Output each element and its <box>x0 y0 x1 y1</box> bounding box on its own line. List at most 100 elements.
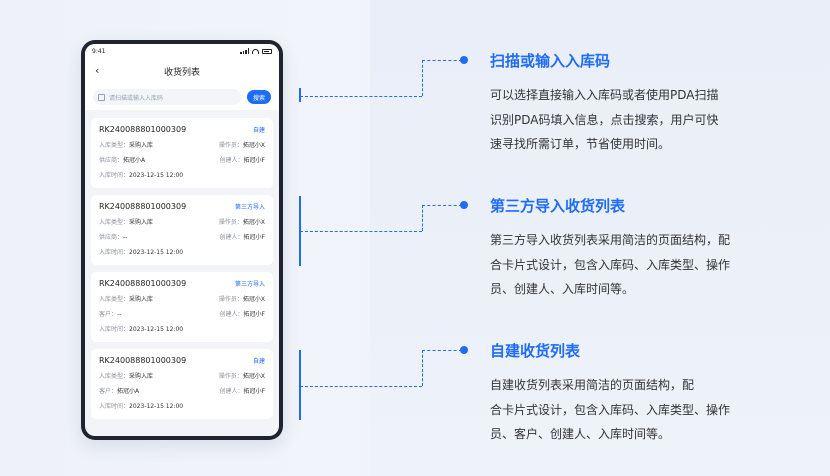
field-label: 入库时间： <box>99 403 130 410</box>
field-label: 创建人： <box>219 157 244 164</box>
connector-line <box>300 386 422 387</box>
feature-desc-line: 识别PDA码填入信息，点击搜索，用户可快 <box>490 112 719 127</box>
feature-title: 第三方导入收货列表 <box>490 197 626 215</box>
field-value: 拓冠小F <box>243 157 265 164</box>
connector-line <box>422 350 423 386</box>
source-tag: 第三方导入 <box>234 204 265 211</box>
feature-desc-line: 可以选择直接输入入库码或者使用PDA扫描 <box>490 88 719 102</box>
feature-desc-line: 合卡片式设计，包含入库码、入库类型、操作 <box>490 257 731 272</box>
connector-dot <box>460 201 468 209</box>
receipt-card[interactable]: RK240088801000309 自建 入库类型：采购入库 操作员：拓冠小X 供应… <box>91 118 273 188</box>
field-label: 供应商： <box>99 234 124 241</box>
field-label: 操作员： <box>218 219 243 226</box>
field-label: 入库时间： <box>99 326 130 333</box>
source-tag: 自建 <box>252 127 265 134</box>
connector-bar <box>299 350 301 420</box>
field-value: 2023-12-15 12:00 <box>129 403 184 410</box>
connector-line <box>300 231 422 232</box>
back-arrow-icon[interactable]: ‹ <box>95 64 100 77</box>
field-value: -- <box>123 234 128 241</box>
scan-icon[interactable] <box>98 93 105 101</box>
connector-line <box>422 205 423 231</box>
feature-desc-line: 速寻找所需订单，节省使用时间。 <box>490 137 671 151</box>
search-placeholder: 请扫描或输入入库码 <box>109 94 164 102</box>
receipt-code: RK240088801000309 <box>99 125 187 134</box>
status-bar: 9:41 <box>85 44 279 58</box>
connector-bar <box>299 88 301 102</box>
connector-line <box>300 96 422 97</box>
field-label: 操作员： <box>218 373 243 380</box>
field-value: 2023-12-15 12:00 <box>129 326 184 333</box>
receipt-card[interactable]: RK240088801000309 自建 入库类型：采购入库 操作员：拓冠小X 客户… <box>91 349 273 419</box>
feature-third-party: 第三方导入收货列表 第三方导入收货列表采用简洁的页面结构，配 合卡片式设计，包含… <box>490 195 730 302</box>
feature-desc-line: 合卡片式设计，包含入库码、入库类型、操作 <box>490 402 731 417</box>
connector-line <box>422 60 462 61</box>
receipt-code: RK240088801000309 <box>99 356 187 365</box>
field-label: 创建人： <box>219 388 244 395</box>
feature-desc-line: 员、客户、创建人、入库时间等。 <box>490 427 671 441</box>
feature-desc-line: 员、创建人、入库时间等。 <box>490 282 635 296</box>
field-value: 拓冠小X <box>242 142 265 149</box>
receipt-code: RK240088801000309 <box>99 279 187 288</box>
feature-desc-line: 自建收货列表采用简洁的页面结构，配 <box>490 378 695 392</box>
field-value: 采购入库 <box>129 219 154 226</box>
feature-self-built: 自建收货列表 自建收货列表采用简洁的页面结构，配 合卡片式设计，包含入库码、入库… <box>490 340 730 447</box>
field-label: 创建人： <box>219 311 244 318</box>
field-label: 客户： <box>99 388 118 395</box>
signal-icon <box>240 48 249 54</box>
field-label: 入库类型： <box>99 373 130 380</box>
source-tag: 第三方导入 <box>234 281 265 288</box>
field-value: 拓冠小X <box>242 373 265 380</box>
field-value: 采购入库 <box>129 373 154 380</box>
field-value: 拓冠小X <box>242 219 265 226</box>
status-time: 9:41 <box>92 47 106 55</box>
field-value: 采购入库 <box>129 142 154 149</box>
field-value: 拓冠小F <box>243 234 265 241</box>
connector-line <box>422 350 462 351</box>
field-value: 2023-12-15 12:00 <box>129 249 184 256</box>
connector-bar <box>299 196 301 266</box>
field-value: 拓冠小F <box>243 311 265 318</box>
feature-desc: 自建收货列表采用简洁的页面结构，配 合卡片式设计，包含入库码、入库类型、操作 员… <box>490 373 730 447</box>
field-value: 2023-12-15 12:00 <box>129 172 184 179</box>
feature-desc: 第三方导入收货列表采用简洁的页面结构，配 合卡片式设计，包含入库码、入库类型、操… <box>490 228 730 302</box>
nav-bar: ‹ 收货列表 <box>85 58 279 84</box>
field-value: 拓冠小A <box>117 388 140 395</box>
field-label: 创建人： <box>219 234 244 241</box>
field-label: 操作员： <box>218 142 243 149</box>
field-label: 供应商： <box>99 157 124 164</box>
source-tag: 自建 <box>252 358 265 365</box>
feature-desc-line: 第三方导入收货列表采用简洁的页面结构，配 <box>490 233 731 247</box>
feature-title: 扫描或输入入库码 <box>490 52 611 70</box>
field-label: 入库类型： <box>99 296 130 303</box>
search-input[interactable]: 请扫描或输入入库码 <box>93 89 241 105</box>
feature-desc: 可以选择直接输入入库码或者使用PDA扫描 识别PDA码填入信息，点击搜索，用户可… <box>490 83 718 157</box>
connector-line <box>422 60 423 96</box>
background-panel <box>370 0 830 476</box>
connector-line <box>422 205 462 206</box>
connector-dot <box>460 56 468 64</box>
phone-mockup: 9:41 ‹ 收货列表 请扫描或输入入库码 搜索 RK2400888010003… <box>81 40 283 440</box>
field-value: 采购入库 <box>129 296 154 303</box>
field-label: 客户： <box>99 311 118 318</box>
field-value: -- <box>117 311 122 318</box>
field-value: 拓冠小A <box>123 157 146 164</box>
receipt-card[interactable]: RK240088801000309 第三方导入 入库类型：采购入库 操作员：拓冠小X… <box>91 195 273 265</box>
field-label: 入库时间： <box>99 249 130 256</box>
feature-scan: 扫描或输入入库码 可以选择直接输入入库码或者使用PDA扫描 识别PDA码填入信息… <box>490 50 718 157</box>
receipt-card[interactable]: RK240088801000309 第三方导入 入库类型：采购入库 操作员：拓冠小X… <box>91 272 273 342</box>
field-label: 入库类型： <box>99 142 130 149</box>
page-title: 收货列表 <box>163 67 200 78</box>
field-label: 入库类型： <box>99 219 130 226</box>
field-label: 入库时间： <box>99 172 130 179</box>
phone-screen: 9:41 ‹ 收货列表 请扫描或输入入库码 搜索 RK2400888010003… <box>85 44 279 436</box>
field-value: 拓冠小F <box>243 388 265 395</box>
wifi-icon <box>252 48 259 54</box>
battery-icon <box>262 48 272 54</box>
field-value: 拓冠小X <box>242 296 265 303</box>
search-bar: 请扫描或输入入库码 搜索 <box>85 84 279 110</box>
field-label: 操作员： <box>218 296 243 303</box>
feature-title: 自建收货列表 <box>490 342 581 360</box>
receipt-code: RK240088801000309 <box>99 202 187 211</box>
search-button[interactable]: 搜索 <box>246 90 271 104</box>
